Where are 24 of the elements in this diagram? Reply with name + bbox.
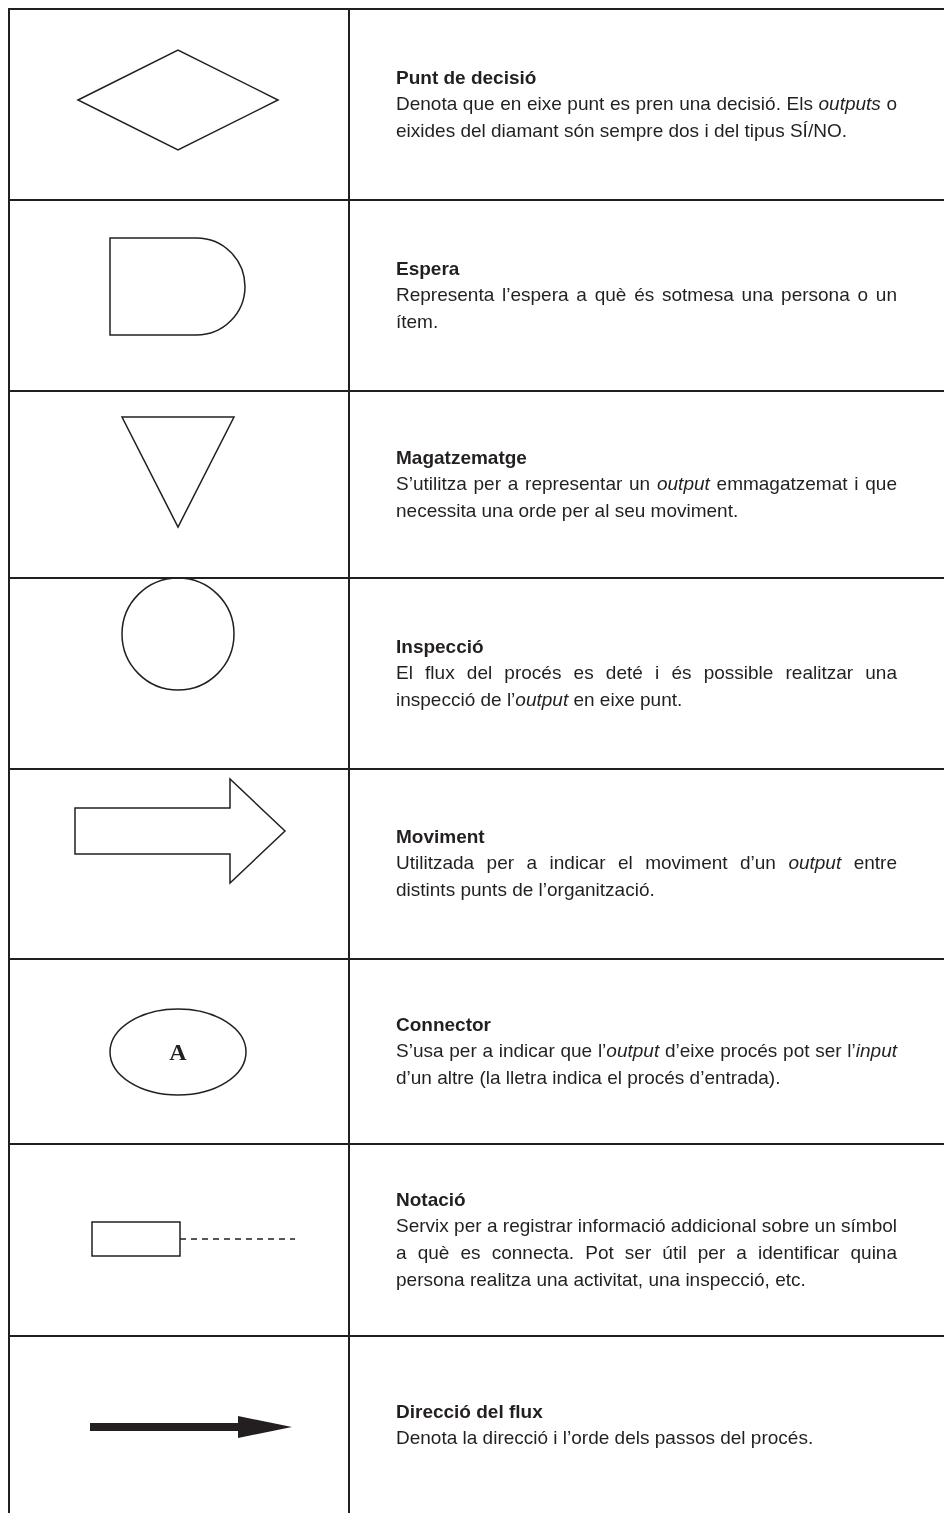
symbol-description: Representa l’espera a què és sotmesa una persona o un ítem. <box>396 282 897 334</box>
symbol-description: S’utilitza per a representar un output emmagatzemat i que necessita una orde per al seu moviment. <box>396 471 897 523</box>
symbol-name: Notació <box>396 1187 467 1212</box>
symbol-description: S’usa per a indicar que l’output d’eixe procés pot ser l’input d’un altre (la lletra indica el procés d’entrada). <box>396 1038 897 1090</box>
symbol-name: Direcció del flux <box>396 1399 544 1424</box>
storage-triangle <box>122 417 234 527</box>
symbol-name: Inspecció <box>396 634 485 659</box>
symbol-name: Magatzematge <box>396 445 528 470</box>
symbol-description: Denota la direcció i l’orde dels passos del procés. <box>396 1425 815 1450</box>
symbol-name: Moviment <box>396 825 486 849</box>
symbol-description: Servix per a registrar informació addicional sobre un símbol a què es connecta. Pot ser útil per a identificar quina persona realitza una activitat, una inspecció, etc. <box>396 1213 897 1292</box>
symbol-name: Espera <box>396 256 461 281</box>
symbol-name: Connector <box>396 1012 492 1037</box>
symbol-name: Punt de decisió <box>396 65 538 90</box>
decision-diamond <box>78 50 278 150</box>
connector-circle <box>110 1009 246 1095</box>
symbol-description: El flux del procés es deté i és possible realitzar una inspecció de l’output en eixe punt. <box>396 660 897 712</box>
symbol-description: Denota que en eixe punt es pren una decisió. Els outputs o eixides del diamant són sempre dos i del tipus SÍ/NO. <box>396 91 897 143</box>
notation-box <box>92 1222 180 1256</box>
inspection-circle <box>122 578 234 690</box>
connector-letter: A <box>168 1038 188 1066</box>
symbol-description: Utilitzada per a indicar el moviment d’un output entre distints punts de l’organització. <box>396 851 897 902</box>
delay-shape <box>110 238 245 335</box>
block-arrow <box>75 779 285 883</box>
